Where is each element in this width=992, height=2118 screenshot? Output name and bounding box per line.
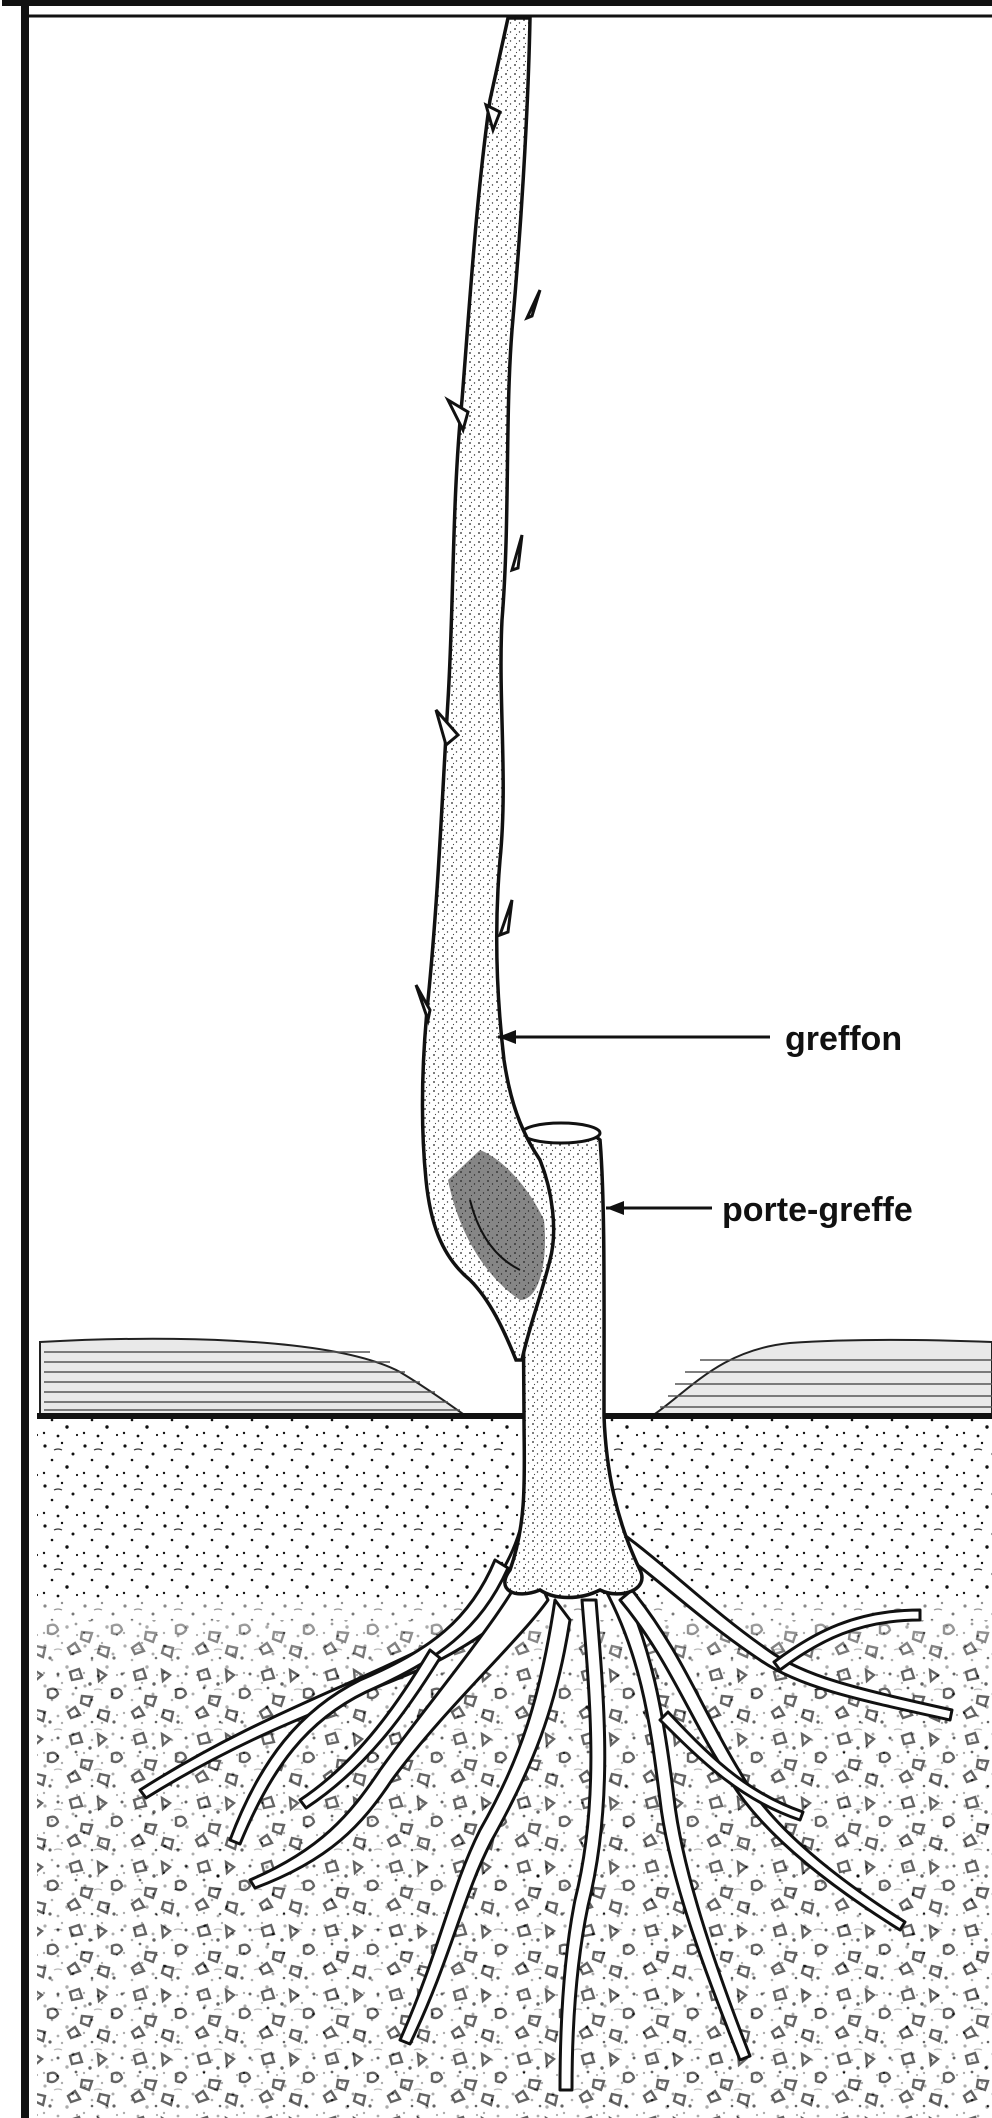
rootstock-label: porte-greffe [722, 1191, 913, 1229]
scion-label: greffon [785, 1020, 902, 1058]
